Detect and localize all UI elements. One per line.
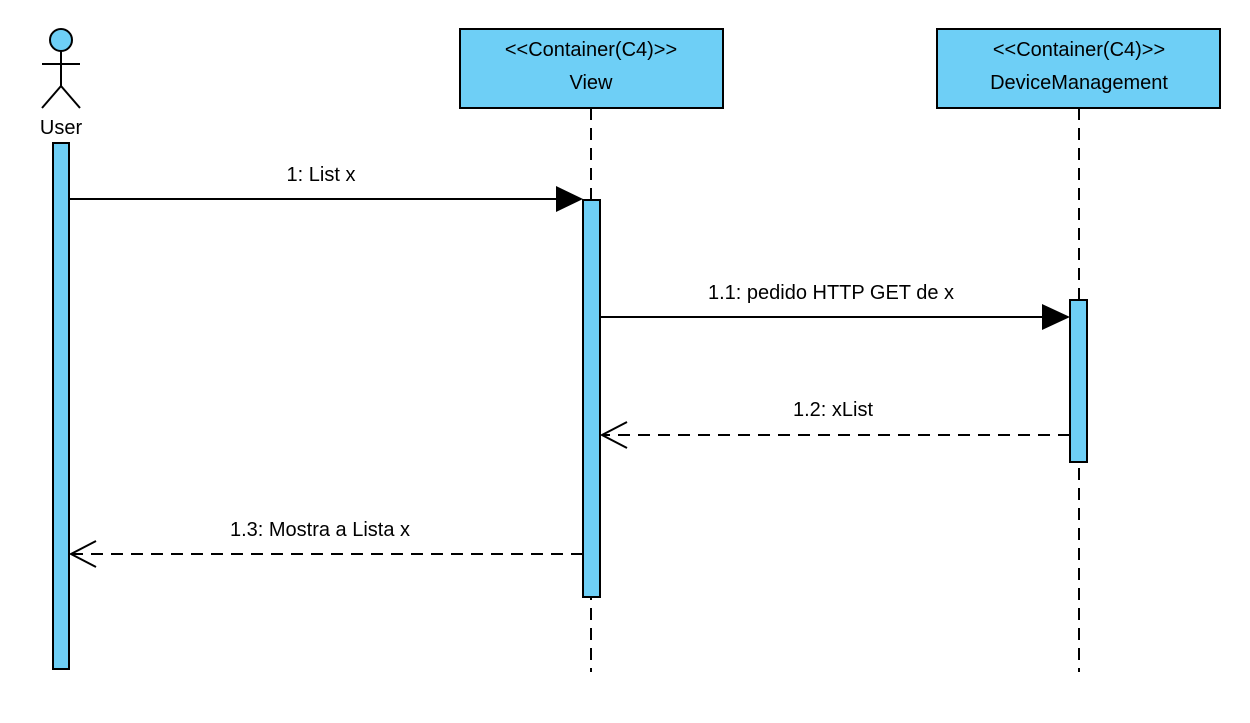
participant-label: View — [570, 72, 614, 94]
message-label: 1.1: pedido HTTP GET de x — [708, 282, 954, 304]
participant-stereotype: <<Container(C4)>> — [505, 39, 677, 61]
actor-label: User — [40, 117, 83, 139]
participant-box — [936, 28, 1221, 109]
participant-stereotype: <<Container(C4)>> — [993, 39, 1165, 61]
message-1-2[interactable]: 1.2: xList — [599, 399, 1070, 449]
activation-devicemanagement — [1069, 299, 1088, 463]
participant-label: DeviceManagement — [990, 72, 1168, 94]
message-label: 1.3: Mostra a Lista x — [230, 519, 410, 541]
filled-arrowhead-icon — [1042, 304, 1070, 330]
message-1-1[interactable]: 1.1: pedido HTTP GET de x — [600, 282, 1070, 330]
activation-view — [582, 199, 601, 598]
message-1[interactable]: 1: List x — [69, 164, 583, 212]
open-arrowhead-icon — [599, 421, 628, 449]
actor-icon — [41, 28, 81, 109]
activation-user — [52, 142, 70, 670]
message-1-3[interactable]: 1.3: Mostra a Lista x — [68, 519, 583, 568]
open-arrowhead-icon — [68, 540, 97, 568]
message-label: 1.2: xList — [793, 399, 873, 421]
participant-devicemanagement[interactable]: <<Container(C4)>> DeviceManagement — [936, 28, 1221, 109]
message-label: 1: List x — [287, 164, 356, 186]
participant-box — [459, 28, 724, 109]
participant-view[interactable]: <<Container(C4)>> View — [459, 28, 724, 109]
filled-arrowhead-icon — [556, 186, 583, 212]
actor-user[interactable]: User — [40, 28, 83, 139]
